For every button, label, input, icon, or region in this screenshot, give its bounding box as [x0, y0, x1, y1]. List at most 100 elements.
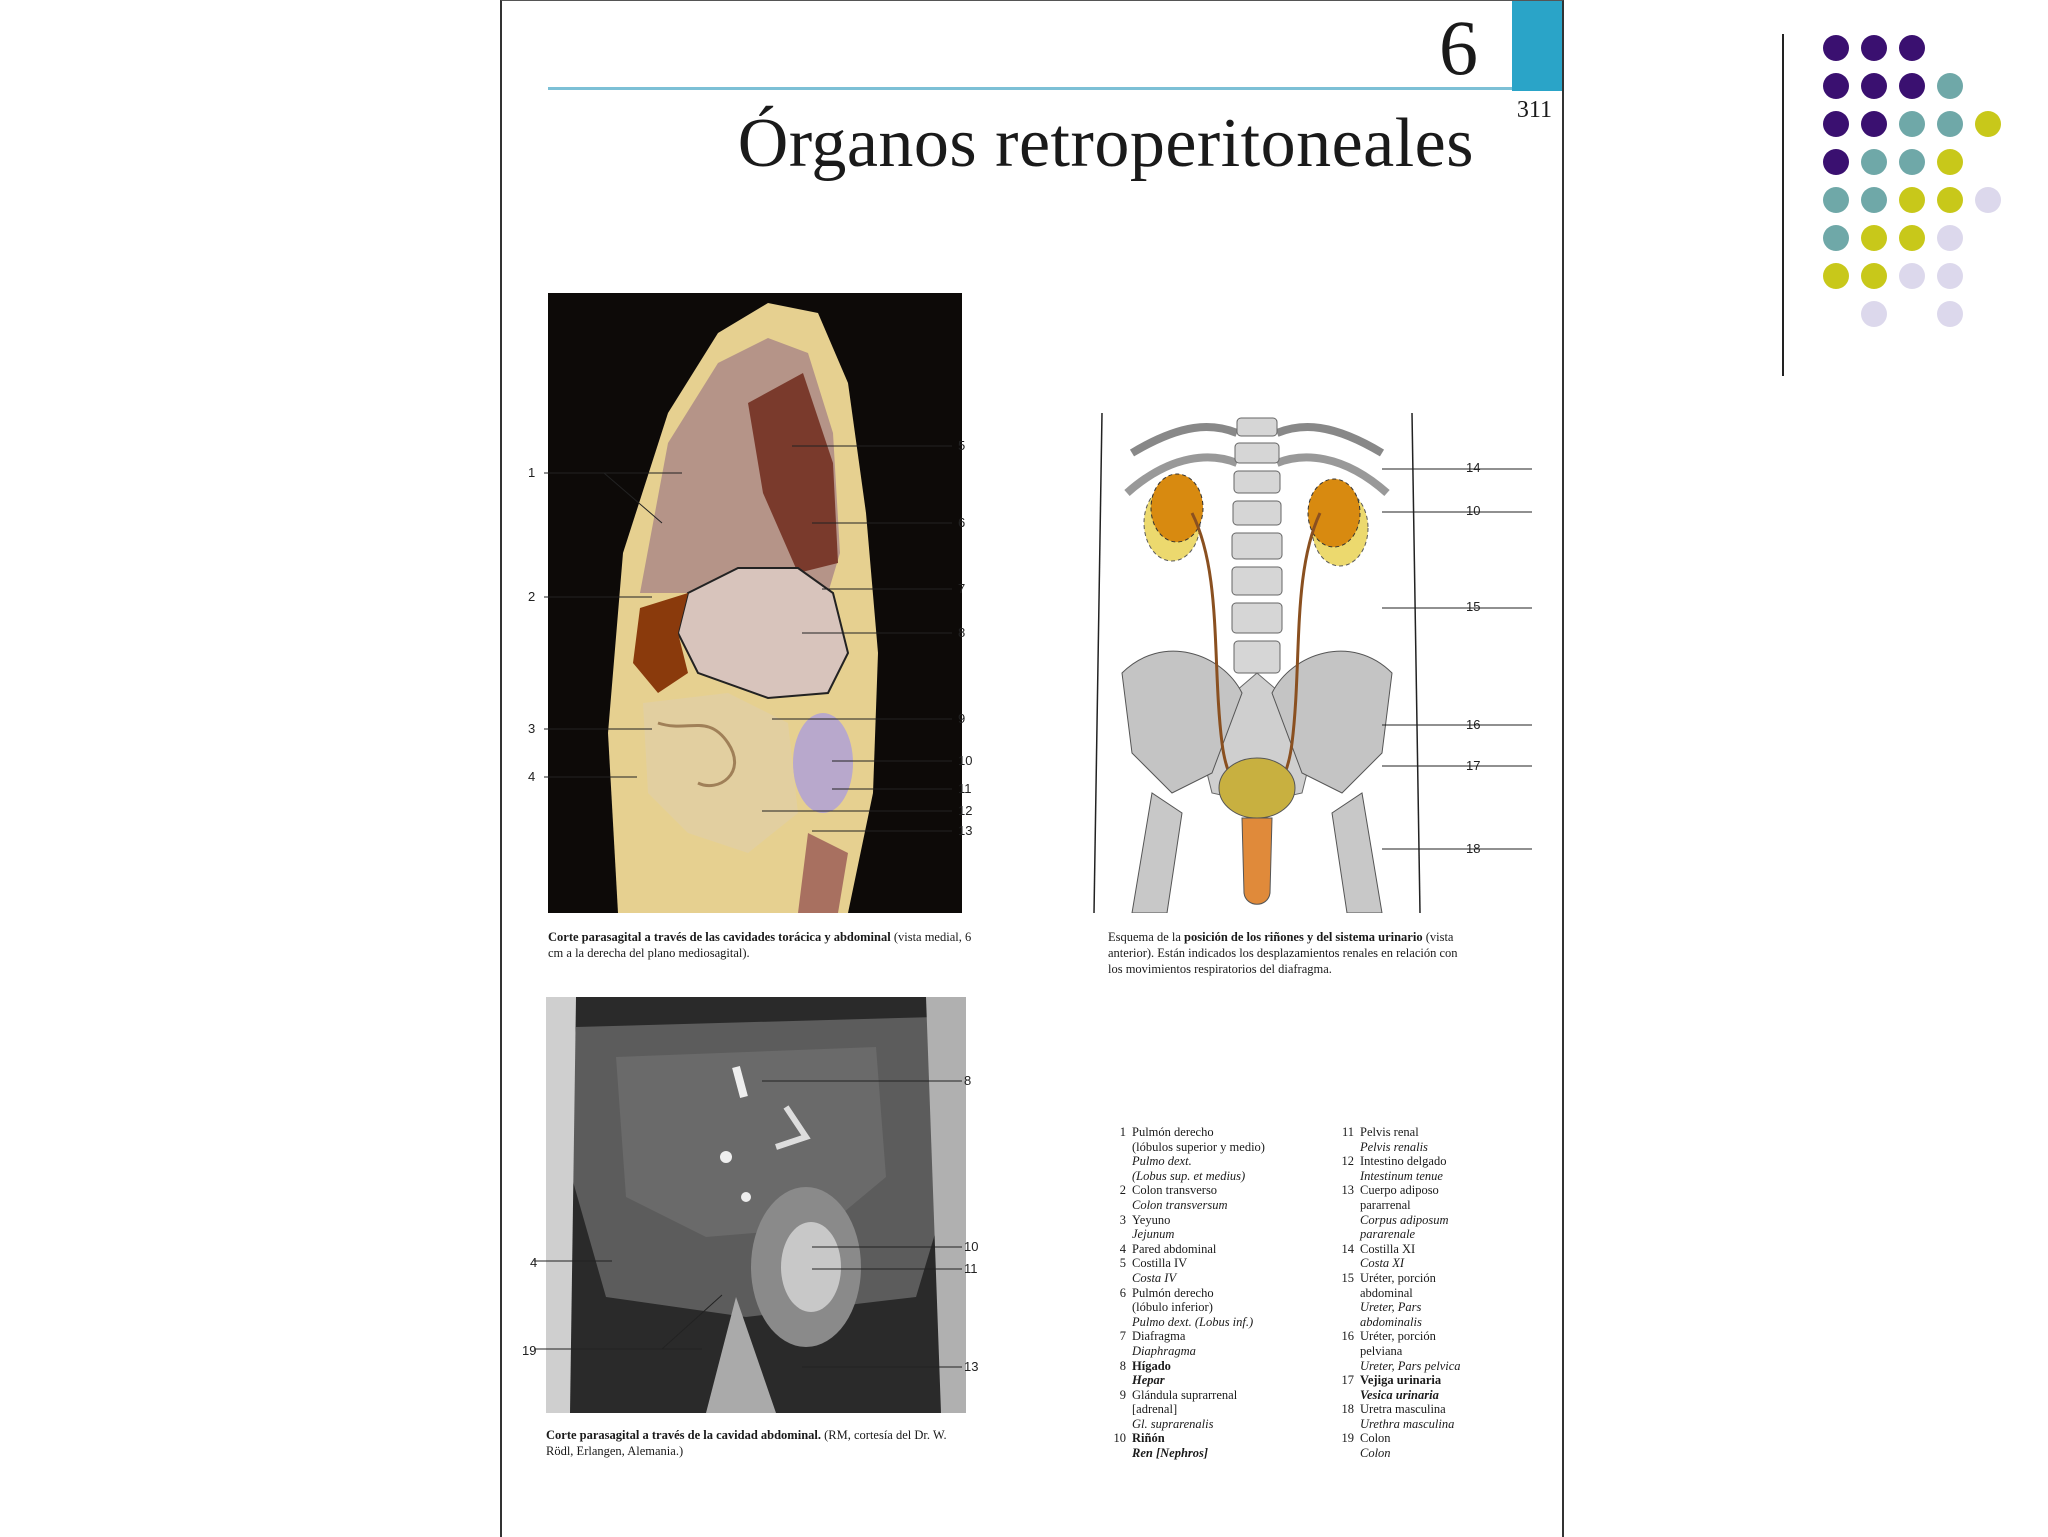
- legend-item-spanish: [adrenal]: [1132, 1402, 1178, 1417]
- figure2-leader-lines: [1382, 468, 1532, 850]
- legend-item-spanish: Pared abdominal: [1132, 1241, 1217, 1256]
- legend-item-number: 10: [1113, 1431, 1127, 1446]
- legend-item-number: 19: [1341, 1431, 1355, 1446]
- decorative-dot: [1937, 301, 1963, 327]
- decorative-dot: [1899, 73, 1925, 99]
- legend-item-spanish: Diafragma: [1132, 1329, 1186, 1344]
- figure-mri-section: [546, 997, 966, 1413]
- decorative-dot: [1861, 225, 1887, 251]
- legend-item-latin: Costa XI: [1360, 1256, 1405, 1271]
- fig1-label-8: 8: [958, 625, 966, 640]
- decorative-dot: [1823, 35, 1849, 61]
- decorative-dot: [1823, 263, 1849, 289]
- decorative-dot: [1823, 111, 1849, 137]
- legend-item-latin: abdominalis: [1360, 1314, 1422, 1329]
- decorative-dot: [1937, 263, 1963, 289]
- legend-item-spanish: abdominal: [1360, 1285, 1413, 1300]
- legend-item-spanish: Costilla IV: [1132, 1256, 1188, 1271]
- legend-item-latin: Colon: [1360, 1446, 1391, 1461]
- legend-item-number: 9: [1119, 1387, 1126, 1402]
- legend-item-latin: Urethra masculina: [1360, 1416, 1455, 1431]
- decorative-dot: [1861, 149, 1887, 175]
- decorative-dot: [1861, 263, 1887, 289]
- urinary-system-illustration: [1093, 412, 1421, 914]
- decorative-dot: [1899, 111, 1925, 137]
- legend-item-latin: Diaphragma: [1132, 1343, 1196, 1358]
- figure1-caption-bold: Corte parasagital a través de las cavida…: [548, 930, 891, 944]
- figure2-caption-rest: (vista anterior). Están indicados los de…: [1108, 930, 1458, 976]
- legend-item-number: 5: [1119, 1256, 1126, 1271]
- figure3-caption-rest: (RM, cortesía del Dr. W. Rödl, Erlangen,…: [546, 1428, 947, 1458]
- slide-divider-line: [1782, 34, 1784, 376]
- fig1-label-10: 10: [958, 753, 973, 768]
- legend-item-latin: Gl. suprarenalis: [1132, 1416, 1214, 1431]
- decorative-dot: [1823, 187, 1849, 213]
- figure3-caption: Corte parasagital a través de la cavidad…: [546, 1427, 966, 1459]
- fig3-label-10: 10: [964, 1239, 979, 1254]
- figure3-leader-lines: [534, 1080, 962, 1368]
- legend-item-spanish: (lóbulo inferior): [1132, 1300, 1213, 1315]
- legend-item-latin: Hepar: [1132, 1373, 1165, 1388]
- fig1-label-1: 1: [528, 465, 536, 480]
- fig1-label-13: 13: [958, 823, 973, 838]
- figure2-caption-pre: Esquema de la: [1108, 930, 1185, 944]
- legend-item-number: 2: [1119, 1183, 1126, 1198]
- anatomy-section-illustration: [608, 303, 878, 913]
- fig3-label-8: 8: [964, 1073, 972, 1088]
- legend-item-latin: Ren [Nephros]: [1132, 1446, 1209, 1461]
- legend-item-spanish: (lóbulos superior y medio): [1132, 1139, 1265, 1154]
- legend-item-number: 6: [1119, 1285, 1126, 1300]
- legend-item-spanish: Cuerpo adiposo: [1360, 1183, 1439, 1198]
- fig1-label-4: 4: [528, 769, 536, 784]
- legend-item-latin: Corpus adiposum: [1360, 1212, 1449, 1227]
- legend-item-number: 4: [1119, 1241, 1126, 1256]
- decorative-dot: [1861, 111, 1887, 137]
- legend-item-number: 8: [1119, 1358, 1126, 1373]
- figure2-caption: Esquema de la posición de los riñones y …: [1108, 929, 1468, 977]
- legend-item-number: 7: [1119, 1329, 1126, 1344]
- legend-item-number: 13: [1341, 1183, 1355, 1198]
- figure1-caption-rest: (vista medial, 6 cm a la derecha del pla…: [548, 930, 972, 960]
- legend-item-spanish: Colon: [1360, 1431, 1391, 1446]
- fig1-label-7: 7: [958, 581, 966, 596]
- legend-item-spanish: Uréter, porción: [1360, 1270, 1436, 1285]
- figure2-caption-bold: posición de los riñones y del sistema ur…: [1184, 930, 1423, 944]
- decorative-dot: [1975, 111, 2001, 137]
- decorative-dot: [1861, 187, 1887, 213]
- fig2-label-17: 17: [1466, 758, 1481, 773]
- legend-item-latin: Jejunum: [1132, 1227, 1175, 1242]
- legend-item-spanish: pelviana: [1360, 1343, 1403, 1358]
- legend-item-latin: Pulmo dext. (Lobus inf.): [1132, 1314, 1254, 1329]
- legend-item-spanish: Riñón: [1132, 1431, 1165, 1446]
- legend-item-latin: pararenale: [1360, 1227, 1416, 1242]
- legend-item-number: 17: [1341, 1373, 1355, 1388]
- chapter-number: 6: [1439, 4, 1478, 91]
- fig3-label-13: 13: [964, 1359, 979, 1374]
- legend-item-spanish: Intestino delgado: [1360, 1154, 1447, 1169]
- decorative-dot: [1899, 35, 1925, 61]
- legend-item-spanish: Uréter, porción: [1360, 1329, 1436, 1344]
- fig3-label-4: 4: [530, 1255, 538, 1270]
- fig1-label-5: 5: [958, 438, 966, 453]
- decorative-dot: [1823, 73, 1849, 99]
- page-number: 311: [1516, 97, 1552, 123]
- decorative-dot: [1861, 73, 1887, 99]
- fig1-label-12: 12: [958, 803, 973, 818]
- decorative-dot: [1937, 225, 1963, 251]
- decorative-dot: [1823, 149, 1849, 175]
- legend-item-spanish: Pulmón derecho: [1132, 1125, 1214, 1139]
